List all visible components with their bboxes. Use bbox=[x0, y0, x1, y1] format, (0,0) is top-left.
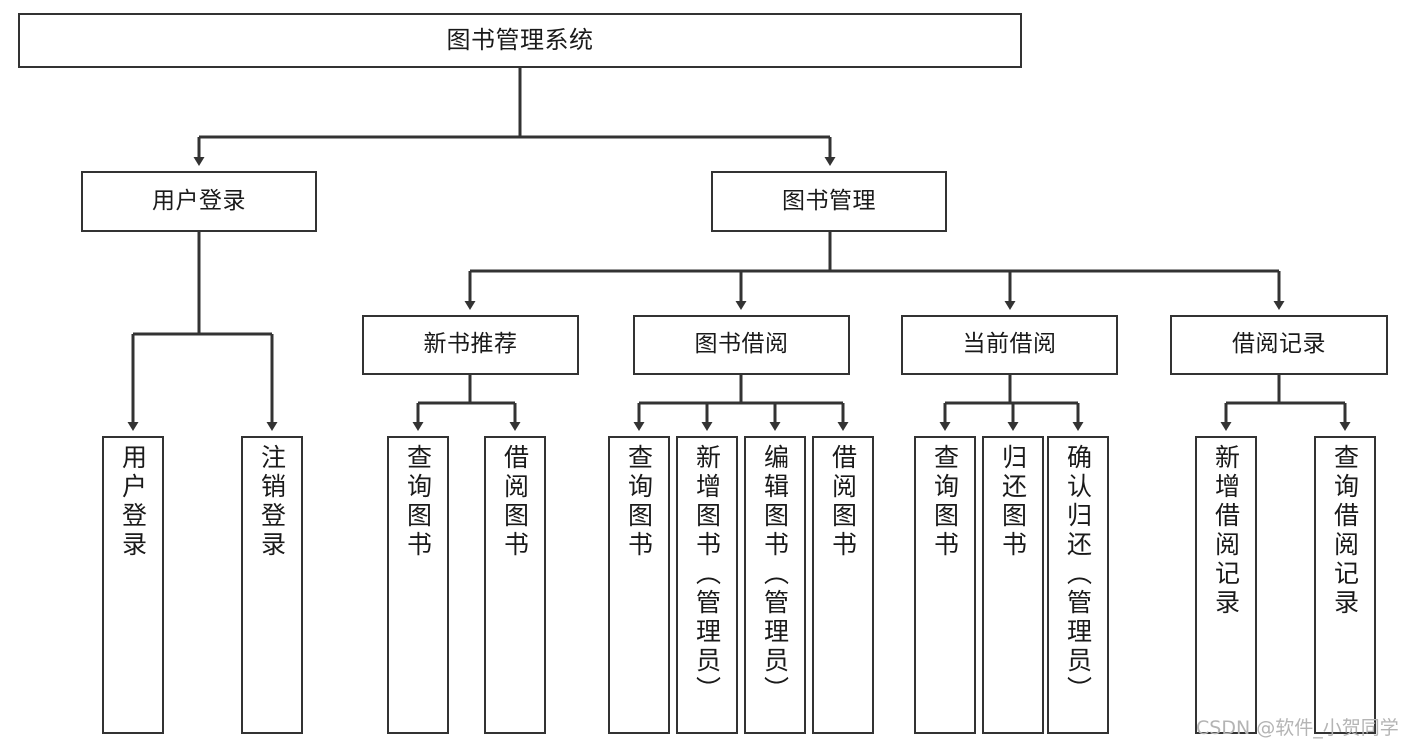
node-label: 编辑图书（管理员） bbox=[760, 444, 790, 705]
node-book-borrow[interactable]: 图书借阅 bbox=[633, 315, 850, 375]
node-label: 图书管理系统 bbox=[446, 26, 594, 55]
leaf-book-borrow-edit-book-admin[interactable]: 编辑图书（管理员） bbox=[744, 436, 806, 734]
node-label: 新书推荐 bbox=[423, 331, 518, 358]
node-label: 借阅记录 bbox=[1232, 331, 1326, 358]
node-label: 借阅图书 bbox=[828, 444, 858, 560]
leaf-current-borrow-query-book[interactable]: 查询图书 bbox=[914, 436, 976, 734]
node-label: 查询借阅记录 bbox=[1330, 444, 1360, 618]
leaf-user-login-logout[interactable]: 注销登录 bbox=[241, 436, 303, 734]
node-user-login[interactable]: 用户登录 bbox=[81, 171, 317, 232]
node-label: 用户登录 bbox=[118, 444, 148, 560]
node-borrow-record[interactable]: 借阅记录 bbox=[1170, 315, 1388, 375]
csdn-watermark: CSDN @软件_小贺同学 bbox=[1196, 717, 1399, 739]
node-label: 查询图书 bbox=[624, 444, 654, 560]
node-root-book-management-system[interactable]: 图书管理系统 bbox=[18, 13, 1022, 68]
leaf-book-borrow-query-book[interactable]: 查询图书 bbox=[608, 436, 670, 734]
node-new-book-recommend[interactable]: 新书推荐 bbox=[362, 315, 579, 375]
node-label: 查询图书 bbox=[403, 444, 433, 560]
leaf-book-borrow-borrow-book[interactable]: 借阅图书 bbox=[812, 436, 874, 734]
leaf-borrow-record-add-record[interactable]: 新增借阅记录 bbox=[1195, 436, 1257, 734]
leaf-borrow-record-query-record[interactable]: 查询借阅记录 bbox=[1314, 436, 1376, 734]
node-label: 图书借阅 bbox=[694, 331, 789, 358]
node-label: 借阅图书 bbox=[500, 444, 530, 560]
leaf-new-book-borrow-book[interactable]: 借阅图书 bbox=[484, 436, 546, 734]
node-label: 图书管理 bbox=[782, 187, 876, 214]
node-label: 查询图书 bbox=[930, 444, 960, 560]
node-label: 确认归还（管理员） bbox=[1063, 444, 1093, 705]
leaf-current-borrow-confirm-return-admin[interactable]: 确认归还（管理员） bbox=[1047, 436, 1109, 734]
leaf-user-login-login[interactable]: 用户登录 bbox=[102, 436, 164, 734]
node-label: 新增图书（管理员） bbox=[692, 444, 722, 705]
leaf-book-borrow-add-book-admin[interactable]: 新增图书（管理员） bbox=[676, 436, 738, 734]
leaf-current-borrow-return-book[interactable]: 归还图书 bbox=[982, 436, 1044, 734]
node-current-borrow[interactable]: 当前借阅 bbox=[901, 315, 1118, 375]
node-book-management[interactable]: 图书管理 bbox=[711, 171, 947, 232]
node-label: 新增借阅记录 bbox=[1211, 444, 1241, 618]
leaf-new-book-query-book[interactable]: 查询图书 bbox=[387, 436, 449, 734]
node-label: 当前借阅 bbox=[962, 331, 1057, 358]
node-label: 注销登录 bbox=[257, 444, 287, 560]
node-label: 归还图书 bbox=[998, 444, 1028, 560]
node-label: 用户登录 bbox=[152, 187, 246, 214]
